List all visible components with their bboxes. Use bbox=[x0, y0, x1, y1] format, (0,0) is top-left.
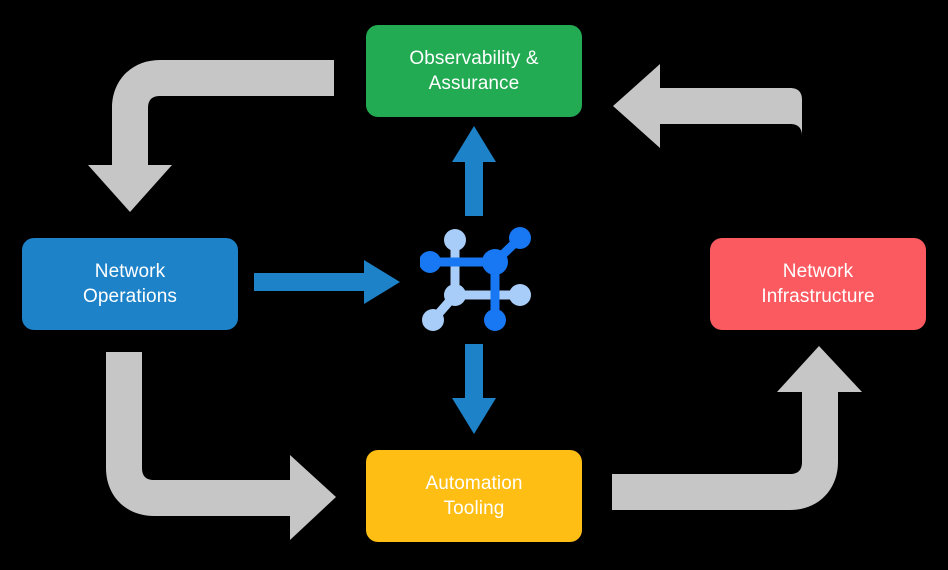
network-topology-icon bbox=[420, 227, 531, 331]
node-box-network-operations[interactable]: Network Operations bbox=[22, 238, 238, 330]
node-label-observability: Observability & Assurance bbox=[409, 47, 539, 94]
node-box-automation-tooling[interactable]: Automation Tooling bbox=[366, 450, 582, 542]
node-label-automation-tooling: Automation Tooling bbox=[425, 472, 523, 519]
node-label-network-infrastructure: Network Infrastructure bbox=[761, 260, 875, 307]
node-box-observability[interactable]: Observability & Assurance bbox=[366, 25, 582, 117]
arrow-center-to-automation bbox=[452, 344, 496, 434]
arrow-operations-to-center bbox=[254, 260, 400, 304]
arrow-observability-to-operations bbox=[88, 60, 334, 212]
arrow-operations-to-automation bbox=[106, 352, 336, 540]
arrow-infrastructure-to-observability bbox=[613, 64, 802, 220]
topology-dark-nodes bbox=[420, 227, 531, 331]
node-box-network-infrastructure[interactable]: Network Infrastructure bbox=[710, 238, 926, 330]
arrow-automation-to-infrastructure bbox=[612, 346, 862, 510]
node-label-network-operations: Network Operations bbox=[83, 260, 177, 307]
arrow-center-to-observability bbox=[452, 126, 496, 216]
topology-light-nodes bbox=[422, 229, 531, 331]
